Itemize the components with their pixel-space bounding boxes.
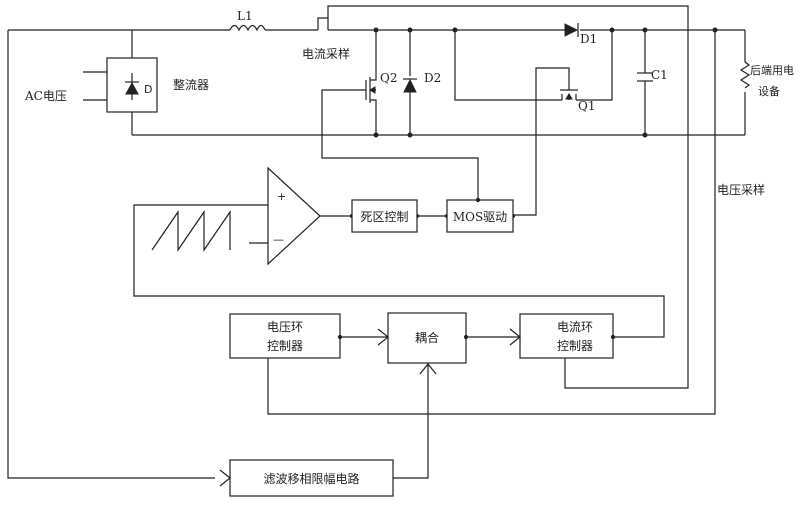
voltage-loop-label-line2: 控制器 bbox=[267, 339, 303, 353]
mos-driver-label: MOS驱动 bbox=[453, 210, 507, 224]
filter-phase-limit-block: 滤波移相限幅电路 bbox=[229, 459, 394, 497]
load-resistor bbox=[739, 61, 751, 89]
d2-label: D2 bbox=[424, 71, 441, 85]
inductor-label: L1 bbox=[237, 9, 253, 23]
junction-dots bbox=[373, 27, 718, 138]
ac-voltage-label: AC电压 bbox=[24, 89, 67, 103]
arrowheads bbox=[219, 328, 521, 487]
sawtooth-source bbox=[133, 204, 665, 338]
voltage-loop-controller-block: 电压环 控制器 bbox=[229, 313, 341, 359]
q2-label: Q2 bbox=[380, 71, 397, 85]
load-label-line2: 设备 bbox=[758, 84, 780, 98]
diode-d2 bbox=[403, 78, 417, 93]
comparator-minus-label: — bbox=[273, 233, 284, 246]
filter-circuit-label: 滤波移相限幅电路 bbox=[263, 471, 359, 486]
bridge-rectifier: D bbox=[106, 57, 158, 113]
control-wires bbox=[340, 336, 520, 479]
current-sampling-label: 电流采样 bbox=[302, 46, 350, 61]
comparator: + — bbox=[267, 166, 321, 266]
dead-zone-label: 死区控制 bbox=[360, 210, 408, 224]
voltage-sampling-label: 电压采样 bbox=[717, 182, 765, 197]
dead-zone-control-block: 死区控制 bbox=[351, 199, 418, 233]
mosfet-q2 bbox=[365, 72, 377, 104]
coupling-label: 耦合 bbox=[415, 330, 439, 345]
bridge-diode-label: D bbox=[144, 83, 152, 96]
mosfet-q1 bbox=[560, 89, 578, 100]
c1-label: C1 bbox=[651, 68, 668, 82]
current-loop-controller-block: 电流环 控制器 bbox=[519, 313, 614, 359]
diode-d1 bbox=[564, 23, 579, 37]
voltage-loop-label-line1: 电压环 bbox=[267, 320, 303, 334]
q1-label: Q1 bbox=[578, 99, 595, 113]
mos-driver-block: MOS驱动 bbox=[446, 199, 514, 233]
d1-label: D1 bbox=[580, 32, 597, 46]
coupling-block: 耦合 bbox=[387, 312, 467, 364]
rectifier-label: 整流器 bbox=[173, 77, 209, 92]
capacitor-c1 bbox=[637, 72, 653, 82]
load-label-line1: 后端用电 bbox=[750, 64, 794, 77]
current-loop-label-line1: 电流环 bbox=[557, 320, 593, 334]
current-loop-label-line2: 控制器 bbox=[557, 339, 593, 353]
inductor-l1 bbox=[229, 24, 266, 32]
comparator-plus-label: + bbox=[277, 190, 286, 203]
